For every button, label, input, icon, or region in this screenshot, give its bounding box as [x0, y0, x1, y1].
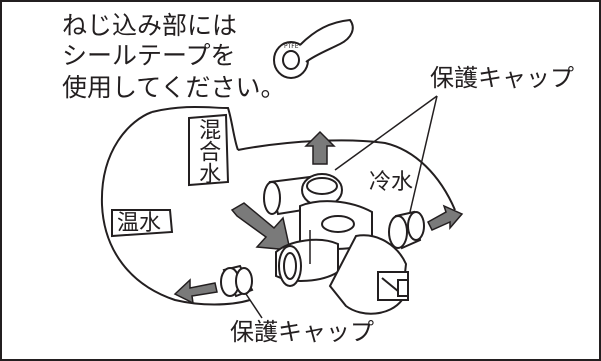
- protective-cap-right: [388, 210, 425, 250]
- tape-roll-text: PTFE: [284, 43, 299, 50]
- protective-cap-left: [220, 264, 254, 298]
- zone-outline-right: [237, 139, 456, 211]
- hot-water-label-box: [111, 209, 174, 238]
- valve-body: [275, 200, 409, 315]
- protective-cap-label-top: 保護キャップ: [430, 64, 574, 92]
- lower-cap-arrow: [173, 278, 218, 305]
- instruction-line-3: 使用してください。: [62, 73, 286, 102]
- hot-water-label: 温水: [117, 211, 162, 236]
- leader-line-top-left: [334, 95, 438, 171]
- zone-outline-left: [100, 111, 251, 306]
- leader-line-top-right: [409, 95, 438, 213]
- leader-line-bottom: [245, 293, 263, 319]
- mixed-water-arrow: [304, 130, 336, 165]
- mixed-water-label: 混合水: [195, 118, 221, 184]
- instruction-line-1: ねじ込み部には: [62, 11, 238, 40]
- cold-water-label: 冷水: [369, 170, 414, 195]
- instruction-line-2: シールテープを: [62, 41, 236, 70]
- zone-outline-top: [151, 106, 239, 151]
- protective-cap-label-bottom: 保護キャップ: [230, 318, 374, 346]
- seal-tape-icon: PTFE: [273, 18, 354, 79]
- mixed-water-label-box: [188, 113, 230, 187]
- cold-water-arrow: [427, 204, 464, 231]
